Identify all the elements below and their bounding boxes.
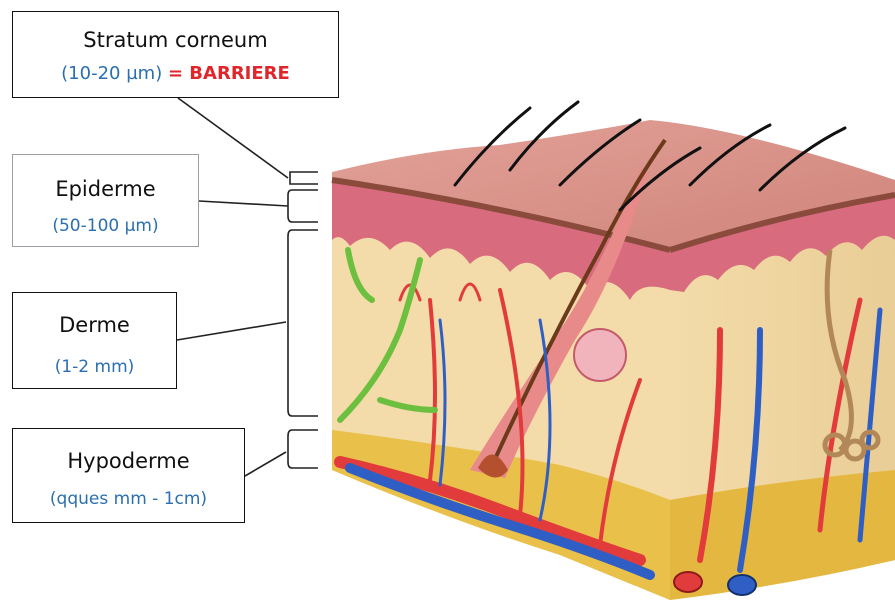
label-hypoderme: Hypoderme (qques mm - 1cm)	[12, 428, 245, 523]
sebaceous-gland	[574, 329, 626, 381]
label-derme: Derme (1-2 mm)	[12, 292, 177, 389]
stratum-corneum-title: Stratum corneum	[13, 30, 338, 51]
stratum-corneum-thickness: (10-20 µm)	[61, 63, 162, 84]
bracket-epiderme	[288, 190, 318, 222]
hypoderme-thickness: (qques mm - 1cm)	[13, 491, 244, 508]
epiderme-title: Epiderme	[13, 179, 198, 200]
leader-line-derme	[177, 322, 286, 340]
hypoderme-title: Hypoderme	[13, 451, 244, 472]
stratum-corneum-subtitle: (10-20 µm) = BARRIERE	[13, 65, 338, 83]
label-epiderme: Epiderme (50-100 µm)	[12, 154, 199, 247]
artery-cross-section	[674, 572, 702, 592]
derme-thickness: (1-2 mm)	[13, 359, 176, 376]
derme-title: Derme	[13, 315, 176, 336]
vein-cross-section	[728, 575, 756, 595]
barrier-note: = BARRIERE	[168, 63, 290, 84]
epiderme-thickness: (50-100 µm)	[13, 218, 198, 235]
bracket-hypoderme	[288, 430, 318, 468]
skin-block-illustration	[332, 102, 895, 600]
leader-line-hypoderme	[245, 452, 286, 476]
bracket-stratum	[290, 172, 318, 184]
label-stratum-corneum: Stratum corneum (10-20 µm) = BARRIERE	[12, 11, 339, 98]
bracket-derme	[288, 230, 318, 416]
leader-line-epiderme	[199, 201, 288, 206]
layer-brackets	[288, 172, 318, 468]
